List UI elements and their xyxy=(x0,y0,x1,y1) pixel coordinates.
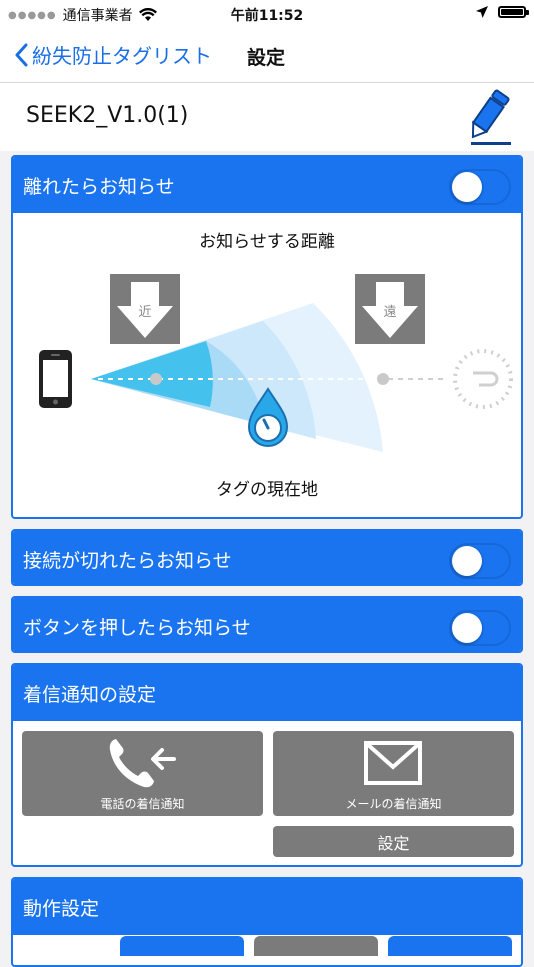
operation-settings-label: 動作設定 xyxy=(23,897,100,920)
leave-alert-toggle[interactable] xyxy=(449,169,511,205)
leave-alert-label: 離れたらお知らせ xyxy=(23,175,175,198)
back-button[interactable]: 紛失防止タグリスト xyxy=(14,40,212,69)
toggle-knob xyxy=(452,172,482,202)
toggle-knob xyxy=(452,546,482,576)
far-marker[interactable]: 遠 xyxy=(355,274,425,344)
phone-icon xyxy=(39,350,72,408)
incoming-notification-card: 着信通知の設定 電話の着信通知 メールの着信通知 設定 xyxy=(11,663,523,867)
chevron-left-icon xyxy=(15,43,28,66)
button-alert-toggle[interactable] xyxy=(449,610,511,646)
mail-icon xyxy=(364,741,422,785)
near-marker[interactable]: 近 xyxy=(110,274,180,344)
operation-settings-header: 動作設定 xyxy=(13,879,521,935)
navigation-bar: 紛失防止タグリスト 設定 xyxy=(0,28,534,83)
operation-button-1[interactable] xyxy=(120,936,244,956)
disconnect-alert-card: 接続が切れたらお知らせ xyxy=(11,529,523,586)
status-right xyxy=(476,6,529,18)
page-title: 設定 xyxy=(247,47,286,69)
battery-icon xyxy=(498,6,529,18)
carrier-name: 通信事業者 xyxy=(62,8,133,24)
status-time: 午前11:52 xyxy=(230,8,304,24)
down-arrow-icon xyxy=(117,282,173,338)
phone-notification-button[interactable]: 電話の着信通知 xyxy=(22,731,263,816)
button-alert-label: ボタンを押したらお知らせ xyxy=(23,616,251,639)
distance-title: お知らせする距離 xyxy=(199,232,335,252)
incoming-notification-label: 着信通知の設定 xyxy=(23,683,157,706)
mail-notification-button[interactable]: メールの着信通知 xyxy=(273,731,514,816)
incoming-settings-button[interactable]: 設定 xyxy=(273,826,514,857)
disconnect-alert-toggle[interactable] xyxy=(449,543,511,579)
status-bar: ●●●●● 通信事業者 午前11:52 xyxy=(0,0,534,28)
device-name-bar: SEEK2_V1.0(1) xyxy=(0,83,534,151)
leave-alert-card: 離れたらお知らせ お知らせする距離 xyxy=(11,155,523,519)
toggle-knob xyxy=(452,613,482,643)
phone-notification-label: 電話の着信通知 xyxy=(100,797,185,811)
location-arrow-icon xyxy=(476,6,488,18)
far-marker-label: 遠 xyxy=(383,305,397,320)
status-left: ●●●●● 通信事業者 xyxy=(8,5,157,25)
signal-icon: ●●●●● xyxy=(8,9,57,21)
tag-location-label: タグの現在地 xyxy=(216,480,318,500)
tag-location-icon xyxy=(247,387,289,447)
leave-alert-header: 離れたらお知らせ xyxy=(13,157,521,213)
distance-diagram xyxy=(39,303,513,452)
button-alert-header: ボタンを押したらお知らせ xyxy=(13,598,521,651)
disconnect-alert-label: 接続が切れたらお知らせ xyxy=(23,549,232,572)
incoming-call-icon xyxy=(109,739,176,788)
disconnect-alert-header: 接続が切れたらお知らせ xyxy=(13,531,521,584)
back-button-label: 紛失防止タグリスト xyxy=(32,44,212,68)
operation-button-3[interactable] xyxy=(388,936,512,956)
down-arrow-icon xyxy=(362,282,418,338)
incoming-notification-header: 着信通知の設定 xyxy=(13,665,521,721)
button-alert-card: ボタンを押したらお知らせ xyxy=(11,596,523,653)
operation-settings-card: 動作設定 xyxy=(11,877,523,967)
near-point xyxy=(150,373,162,385)
far-point xyxy=(377,373,389,385)
near-marker-label: 近 xyxy=(138,305,152,320)
far-tag-icon xyxy=(453,349,513,409)
edit-pencil-icon[interactable] xyxy=(466,88,512,148)
mail-notification-label: メールの着信通知 xyxy=(345,797,442,811)
operation-button-2[interactable] xyxy=(254,936,378,956)
device-name: SEEK2_V1.0(1) xyxy=(26,103,189,128)
wifi-icon xyxy=(138,8,157,21)
